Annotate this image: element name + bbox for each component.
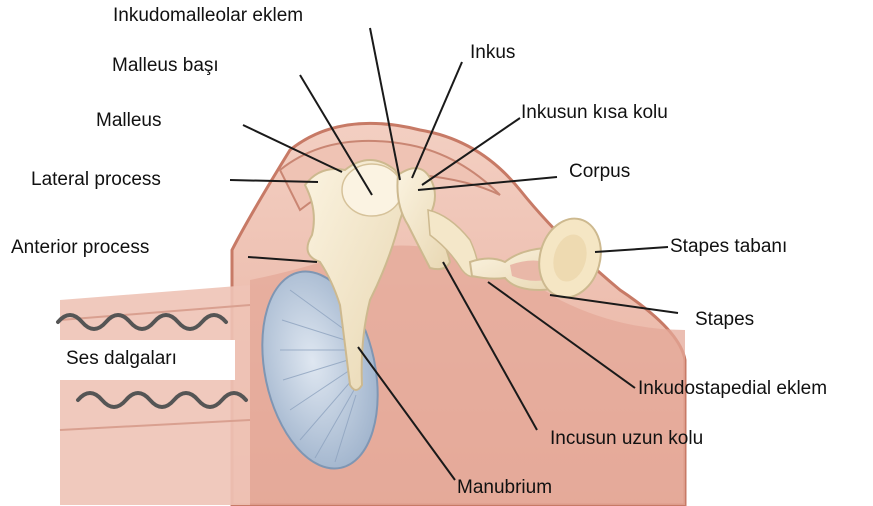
label-inkusun-kisa-kolu: Inkusun kısa kolu xyxy=(521,102,668,124)
label-manubrium: Manubrium xyxy=(457,477,552,499)
label-anterior-process: Anterior process xyxy=(11,237,149,259)
label-malleus-basi: Malleus başı xyxy=(112,55,219,77)
label-stapes-tabani: Stapes tabanı xyxy=(670,236,787,258)
label-lateral-process: Lateral process xyxy=(31,169,161,191)
label-inkudostapedial-eklem: Inkudostapedial eklem xyxy=(638,378,827,400)
label-inkus: Inkus xyxy=(470,42,515,64)
label-inkudomalleolar-eklem: Inkudomalleolar eklem xyxy=(113,5,303,27)
label-incusun-uzun-kolu: Incusun uzun kolu xyxy=(550,428,703,450)
label-ses-dalgalari: Ses dalgaları xyxy=(66,348,177,370)
label-malleus: Malleus xyxy=(96,110,161,132)
label-stapes: Stapes xyxy=(695,309,754,331)
label-corpus: Corpus xyxy=(569,161,630,183)
